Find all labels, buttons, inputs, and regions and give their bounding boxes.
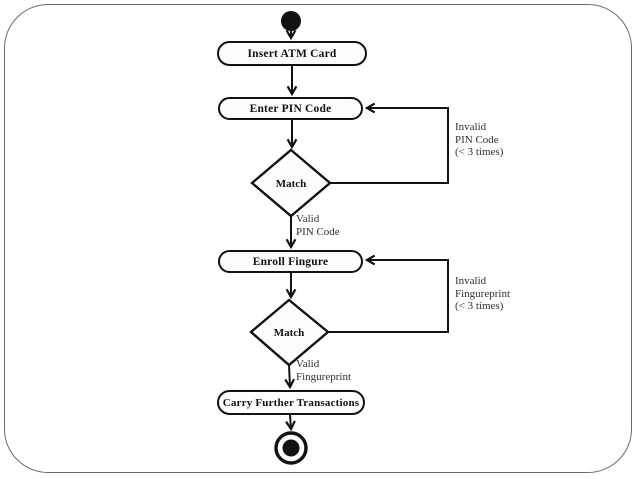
action-node-insert-atm-card: Insert ATM Card	[217, 41, 367, 66]
decision-label-match-pin: Match	[275, 178, 307, 190]
decision-diamond-fingerprint	[249, 298, 330, 367]
decision-label-match-fingerprint: Match	[273, 327, 305, 339]
action-label: Insert ATM Card	[247, 47, 337, 60]
final-node-inner-dot-icon	[282, 439, 300, 457]
action-label: Carry Further Transactions	[222, 396, 360, 409]
action-node-carry-further-transactions: Carry Further Transactions	[217, 390, 365, 415]
edge-carry-to-final	[285, 414, 296, 432]
edge-label-invalid-fingureprint: Invalid Fingureprint (< 3 times)	[455, 275, 510, 312]
edge-label-valid-pin-code: Valid PIN Code	[296, 213, 340, 238]
initial-node-icon	[281, 11, 301, 31]
action-label: Enter PIN Code	[249, 102, 332, 115]
action-label: Enroll Fingure	[252, 255, 329, 268]
edge-invalid-pin-loop	[330, 102, 449, 184]
edge-label-valid-fingureprint: Valid Fingureprint	[296, 358, 351, 383]
decision-diamond-pin	[250, 148, 332, 218]
action-node-enter-pin-code: Enter PIN Code	[218, 97, 363, 120]
edge-invalid-fingerprint-loop	[328, 254, 449, 333]
edge-match2-to-carry	[284, 364, 296, 390]
edge-label-invalid-pin-code: Invalid PIN Code (< 3 times)	[455, 121, 504, 158]
action-node-enroll-fingure: Enroll Fingure	[218, 250, 363, 273]
